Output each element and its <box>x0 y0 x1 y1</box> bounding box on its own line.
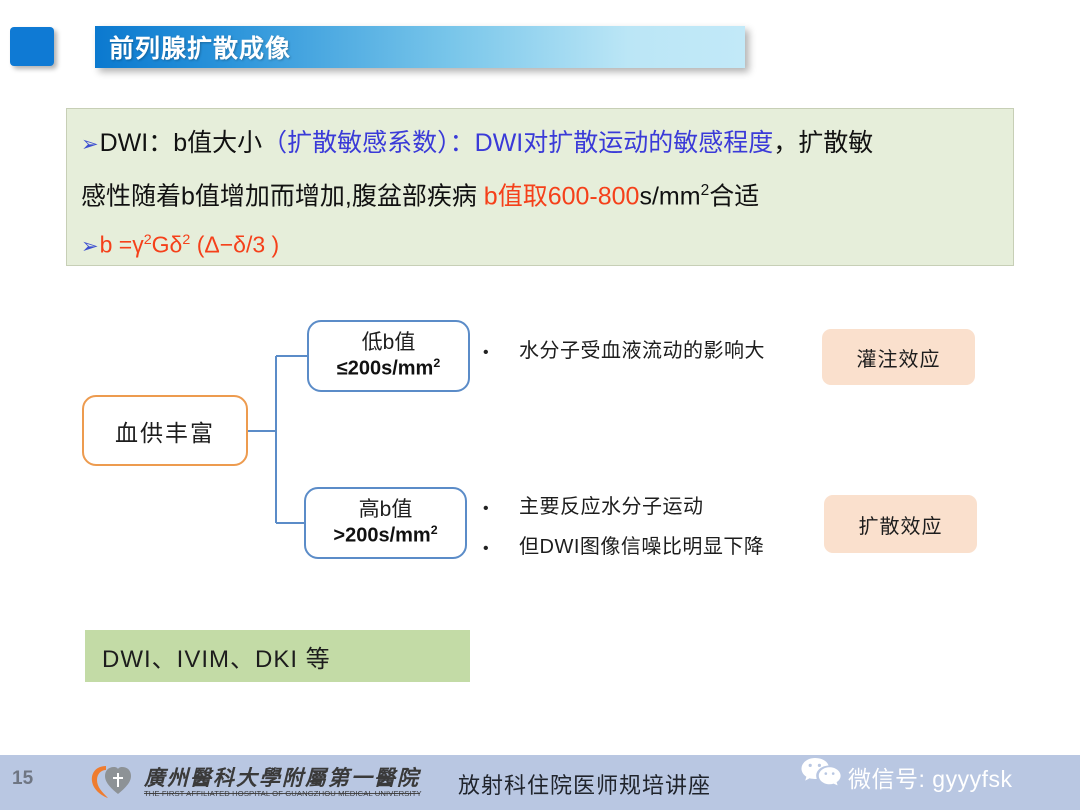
flow-node-low-b-title: 低b值 <box>361 330 416 354</box>
flow-node-low-b-range-text: ≤200s/mm <box>336 357 434 380</box>
key-point-1-seg-3: DWI对扩散运动的敏感程度 <box>474 129 774 157</box>
key-point-2-bvalue-range: b值取600-800 <box>483 182 640 211</box>
key-point-2-seg-4: 合适 <box>709 182 760 211</box>
high-b-bullet-list: • 主要反应水分子运动 • 但DWI图像信噪比明显下降 <box>483 490 764 570</box>
slide-footer <box>0 755 1080 810</box>
dot-bullet-icon: • <box>483 500 489 517</box>
formula-exponent-b: 2 <box>182 232 191 248</box>
page-number: 15 <box>12 768 34 789</box>
flow-node-blood-supply: 血供丰富 <box>82 395 248 466</box>
arrow-bullet-icon: ➢ <box>81 133 99 156</box>
formula-part-c: (Δ−δ/3 ) <box>190 231 280 258</box>
key-point-2-seg-1: 感性随着b值增加而增加,腹盆部疾病 <box>81 182 484 211</box>
flow-node-blood-supply-label: 血供丰富 <box>115 419 215 446</box>
list-item: • 但DWI图像信噪比明显下降 <box>483 530 764 559</box>
techniques-box: DWI、IVIM、DKI 等 <box>85 630 470 682</box>
low-b-bullet-list: • 水分子受血液流动的影响大 <box>483 334 765 374</box>
flow-node-low-b-range: ≤200s/mm2 <box>337 356 441 381</box>
key-point-line-3-formula: ➢b =γ2Gδ2 (Δ−δ/3 ) <box>81 233 279 257</box>
formula-part-b: Gδ <box>151 231 183 258</box>
key-point-line-1: ➢DWI：b值大小（扩散敏感系数）：DWI对扩散运动的敏感程度，扩散敏 <box>81 131 873 156</box>
flow-node-low-b-range-exponent: 2 <box>433 355 441 370</box>
list-item: • 水分子受血液流动的影响大 <box>483 334 765 363</box>
low-b-bullet-text-1: 水分子受血液流动的影响大 <box>519 340 765 362</box>
status-badge-diffusion-effect: 扩散效应 <box>824 495 977 553</box>
key-point-line-2: 感性随着b值增加而增加,腹盆部疾病 b值取600-800s/mm2合适 <box>81 183 759 209</box>
flow-node-high-b-title: 高b值 <box>358 497 413 521</box>
hospital-name-english: THE FIRST AFFILIATED HOSPITAL OF GUANGZH… <box>144 789 422 798</box>
dot-bullet-icon: • <box>483 344 489 361</box>
high-b-bullet-text-2: 但DWI图像信噪比明显下降 <box>519 536 765 558</box>
footer-lecture-title: 放射科住院医师规培讲座 <box>458 773 712 798</box>
flow-node-low-b-value: 低b值 ≤200s/mm2 <box>307 320 470 392</box>
arrow-bullet-icon: ➢ <box>81 234 99 258</box>
key-point-2-unit-exponent: 2 <box>700 182 710 199</box>
status-badge-perfusion-effect: 灌注效应 <box>822 329 975 385</box>
slide-title-bar: 前列腺扩散成像 <box>95 26 745 68</box>
dot-bullet-icon: • <box>483 540 489 557</box>
key-point-1-seg-1: DWI：b值大小 <box>99 129 263 157</box>
title-marker-square <box>10 27 54 66</box>
flow-node-high-b-range-text: >200s/mm <box>333 524 431 547</box>
key-point-1-seg-2: （扩散敏感系数）： <box>262 129 475 157</box>
list-item: • 主要反应水分子运动 <box>483 490 764 519</box>
flow-node-high-b-range-exponent: 2 <box>430 522 438 537</box>
wechat-id-label: 微信号: gyyyfsk <box>848 766 1013 792</box>
hospital-logo-icon <box>91 766 131 798</box>
techniques-box-label: DWI、IVIM、DKI 等 <box>102 645 331 673</box>
key-point-2-unit: s/mm <box>639 182 701 211</box>
flow-node-high-b-value: 高b值 >200s/mm2 <box>304 487 467 559</box>
key-points-box: ➢DWI：b值大小（扩散敏感系数）：DWI对扩散运动的敏感程度，扩散敏 感性随着… <box>66 108 1014 266</box>
formula-part-a: b =γ <box>99 231 144 258</box>
formula-exponent-a: 2 <box>143 232 152 248</box>
page-title: 前列腺扩散成像 <box>109 35 292 63</box>
hospital-name-chinese: 廣州醫科大學附屬第一醫院 <box>144 762 420 794</box>
wechat-icon <box>801 758 841 786</box>
key-point-1-seg-4: ，扩散敏 <box>773 129 874 157</box>
high-b-bullet-text-1: 主要反应水分子运动 <box>519 496 704 518</box>
flow-node-high-b-range: >200s/mm2 <box>333 523 437 548</box>
